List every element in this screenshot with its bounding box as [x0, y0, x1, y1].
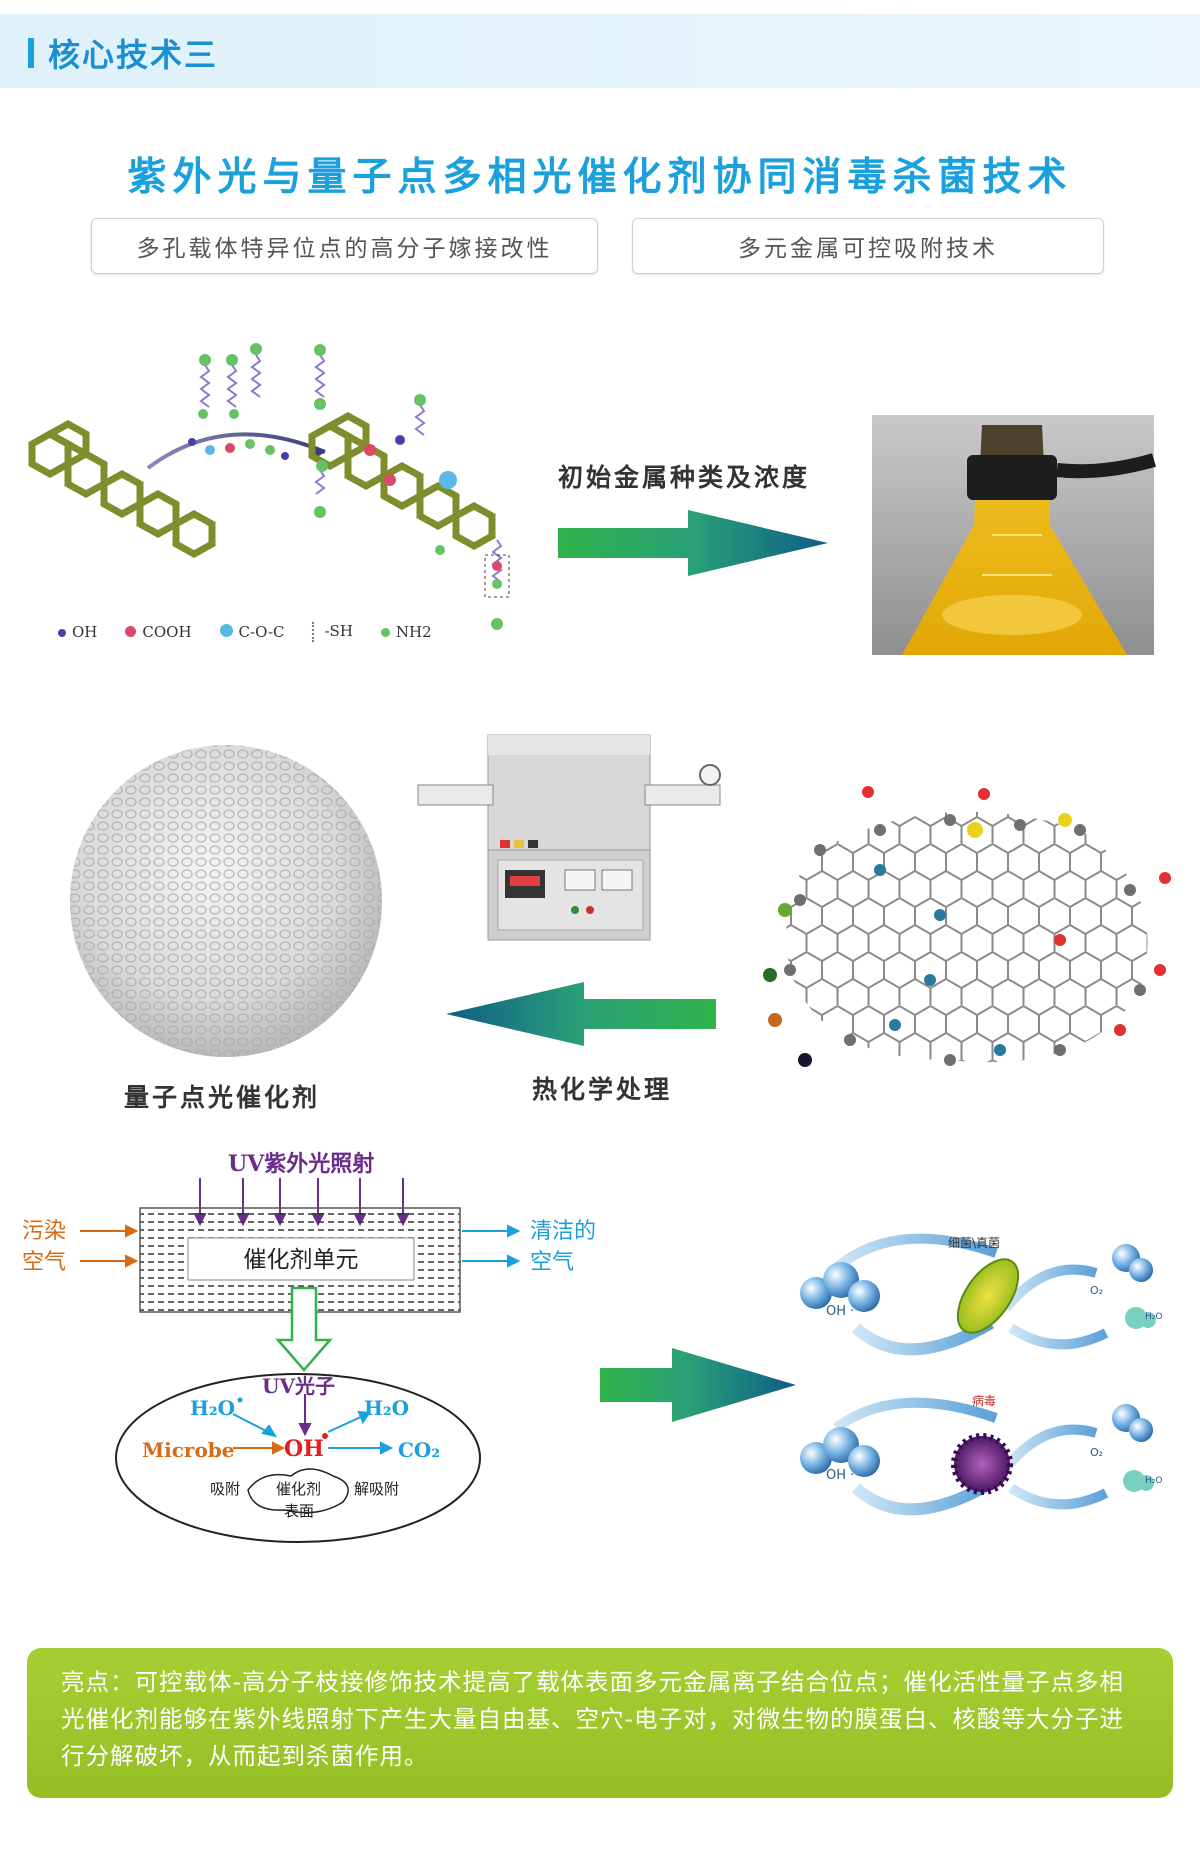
section-header: 核心技术三	[0, 14, 1200, 88]
caption-thermal: 热化学处理	[532, 1075, 673, 1104]
uv-label: UV紫外光照射	[228, 1151, 375, 1177]
adsorb-label: 吸附	[210, 1480, 241, 1498]
arrow-right-1	[558, 510, 828, 576]
sterilization-illustration	[800, 1233, 1156, 1516]
legend-oh: OH	[58, 623, 97, 641]
graphene-structure	[763, 786, 1171, 1067]
section-title: 核心技术三	[48, 36, 219, 74]
main-title: 紫外光与量子点多相光催化剂协同消毒杀菌技术	[127, 155, 1073, 200]
functional-group-legend: OH COOH C-O-C -SH NH2	[58, 612, 508, 652]
polluted-air-label: 污染空气	[22, 1219, 67, 1275]
uv-photon-label: UV光子	[262, 1374, 335, 1398]
pill-grafting: 多孔载体特异位点的高分子嫁接改性	[91, 218, 598, 274]
legend-cooh: COOH	[125, 623, 192, 641]
bacteria-label: 细菌\真菌	[948, 1236, 1001, 1250]
legend-coc: C-O-C	[219, 623, 284, 641]
clean-air-arrows	[462, 1224, 521, 1268]
polluted-air-arrows	[80, 1224, 139, 1268]
reaction-ellipse	[115, 1373, 481, 1543]
transfer-arc	[146, 432, 326, 470]
h2o-label-bottom: H₂O	[1145, 1476, 1163, 1486]
o2-label-bottom: O₂	[1090, 1446, 1104, 1459]
oh-label-bottom: OH ·	[826, 1468, 855, 1483]
clean-air-label: 清洁的空气	[530, 1219, 597, 1275]
arrow-left-2	[446, 982, 716, 1046]
pill-metal-adsorption: 多元金属可控吸附技术	[632, 218, 1104, 274]
surface-label: 表面	[284, 1502, 315, 1520]
catalyst-unit-label: 催化剂单元	[243, 1247, 359, 1273]
h2o-out-label: H₂O	[364, 1396, 410, 1420]
catalyst-surface-label: 催化剂	[276, 1480, 322, 1498]
h2o-in-label: H₂O	[190, 1396, 236, 1420]
o2-label-top: O₂	[1090, 1284, 1104, 1297]
tube-furnace	[417, 734, 721, 941]
highlight-box: 亮点：可控载体-高分子枝接修饰技术提高了载体表面多元金属离子结合位点；催化活性量…	[27, 1648, 1173, 1798]
flask-photo	[872, 415, 1156, 655]
microbe-label: Microbe	[142, 1438, 235, 1462]
h2o-label-top: H₂O	[1145, 1312, 1163, 1322]
down-arrow	[275, 1286, 333, 1372]
virus-label: 病毒	[972, 1394, 997, 1408]
legend-nh2: NH2	[380, 623, 432, 641]
co2-label: CO₂	[398, 1438, 441, 1462]
caption-quantum-dot: 量子点光催化剂	[124, 1083, 321, 1112]
left-molecule	[28, 419, 216, 559]
caption-metal-concentration: 初始金属种类及浓度	[558, 463, 811, 492]
desorb-label: 解吸附	[354, 1480, 400, 1498]
quantum-dot-sphere	[70, 745, 382, 1057]
grafting-illustration	[28, 343, 510, 630]
header-accent-bar	[28, 38, 34, 68]
oh-label-top: OH ·	[826, 1304, 855, 1319]
legend-sh: -SH	[312, 622, 353, 642]
arrow-right-3	[600, 1348, 796, 1422]
oh-label: OH	[284, 1436, 324, 1462]
